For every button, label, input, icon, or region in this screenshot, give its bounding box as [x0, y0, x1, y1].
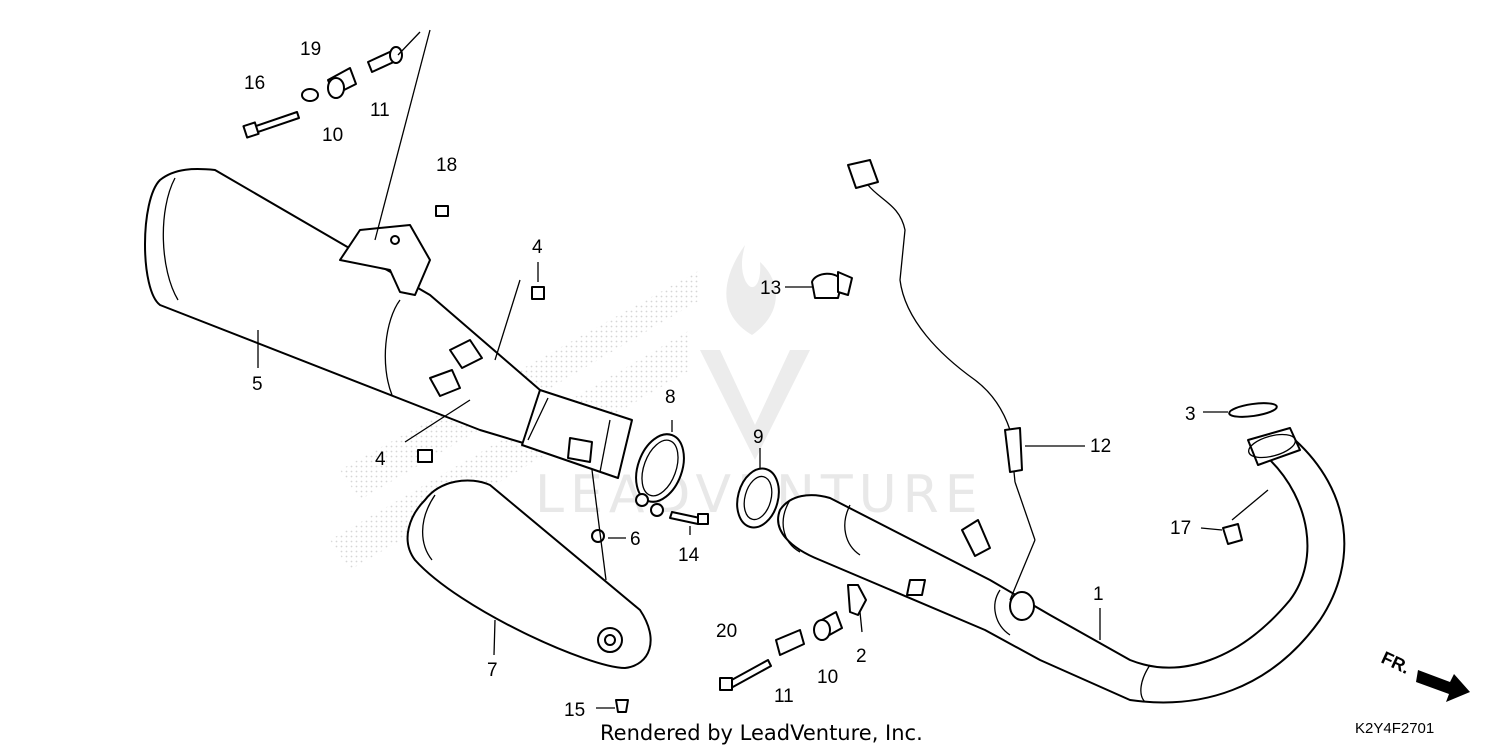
callout-4-bottom: 4	[375, 449, 386, 470]
front-label: FR.	[1378, 647, 1413, 677]
callout-16: 16	[244, 73, 265, 94]
part-1-exhaust-pipe[interactable]	[777, 427, 1346, 704]
callout-10-top: 10	[322, 125, 343, 146]
callout-11-bottom: 11	[774, 686, 794, 707]
callout-3: 3	[1185, 404, 1196, 425]
part-9-gasket[interactable]	[731, 464, 785, 532]
front-direction-indicator: FR.	[1378, 647, 1470, 702]
callout-6: 6	[630, 529, 641, 550]
part-13-wire-clamp[interactable]	[811, 271, 853, 299]
callout-1: 1	[1093, 584, 1104, 605]
callout-12: 12	[1090, 436, 1111, 457]
callout-labels: 1 2 3 4 4 5 6 7 8 9 10 10 11 11 12 13 14…	[244, 39, 1196, 721]
callout-2: 2	[856, 646, 867, 667]
callout-18: 18	[436, 155, 457, 176]
callout-5: 5	[252, 374, 263, 395]
callout-20: 20	[716, 621, 737, 642]
callout-4-top: 4	[532, 237, 543, 258]
part-5-muffler[interactable]	[144, 168, 633, 479]
part-3-ring-gasket[interactable]	[1228, 401, 1278, 420]
part-7-protector[interactable]	[406, 479, 652, 669]
callout-8: 8	[665, 387, 676, 408]
hardware-parts	[242, 46, 1243, 713]
part-12-o2-sensor[interactable]	[847, 159, 1023, 483]
callout-14: 14	[678, 545, 700, 566]
callout-17: 17	[1170, 518, 1191, 539]
footer-credit: Rendered by LeadVenture, Inc.	[600, 721, 923, 745]
part-8-clamp[interactable]	[627, 428, 692, 517]
callout-15: 15	[564, 700, 585, 721]
callout-9: 9	[753, 427, 764, 448]
callout-10-bottom: 10	[817, 667, 838, 688]
callout-13: 13	[760, 278, 781, 299]
leader-lines	[257, 29, 1269, 709]
diagram-code: K2Y4F2701	[1355, 720, 1434, 737]
callout-11-top: 11	[370, 100, 390, 121]
callout-7: 7	[487, 660, 498, 681]
callout-19: 19	[300, 39, 321, 60]
